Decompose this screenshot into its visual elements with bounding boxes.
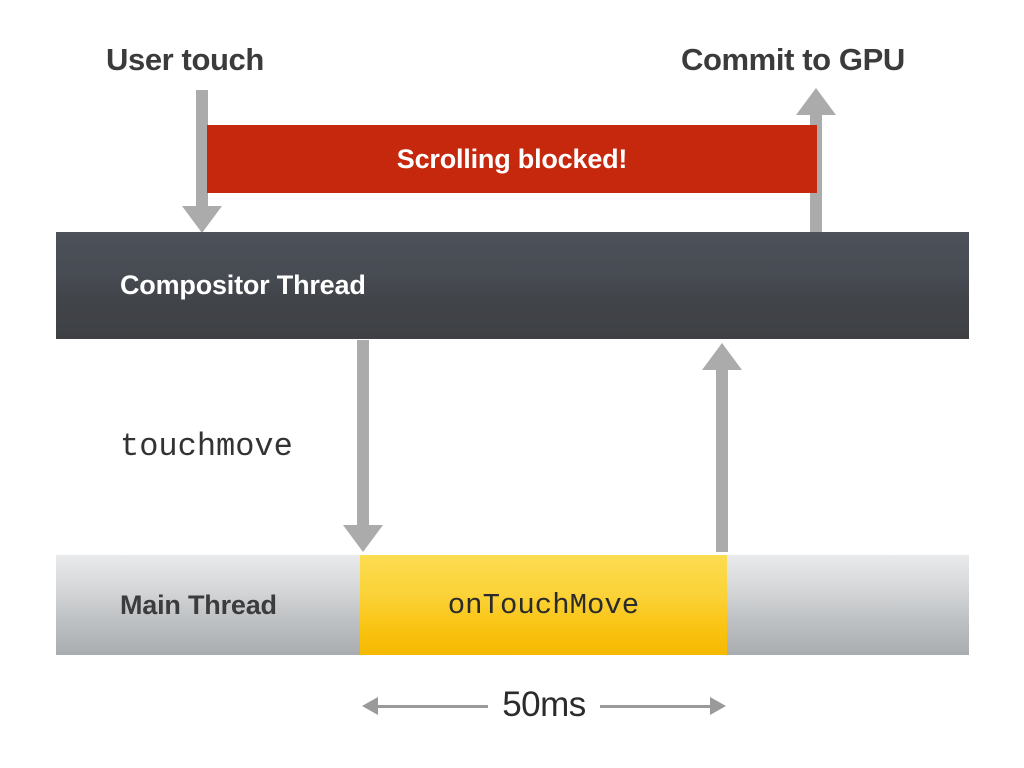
bar-compositor-thread-label: Compositor Thread xyxy=(120,270,366,300)
measure-arrow-right-icon xyxy=(710,697,726,715)
arrow-main-to-compositor-up-icon xyxy=(702,343,742,552)
label-user-touch: User touch xyxy=(106,42,264,77)
bar-main-thread-label: Main Thread xyxy=(120,589,277,620)
arrow-shaft xyxy=(357,340,369,527)
arrow-head xyxy=(182,206,222,233)
bar-scrolling-blocked: Scrolling blocked! xyxy=(207,125,817,193)
bar-compositor-thread: Compositor Thread xyxy=(56,232,969,339)
arrow-head xyxy=(796,88,836,115)
arrow-touchmove-down-icon xyxy=(343,340,383,552)
measure-line-right xyxy=(599,704,710,708)
arrow-head xyxy=(702,343,742,370)
measurement-label: 50ms xyxy=(502,684,586,724)
measurement-50ms: 50ms xyxy=(362,683,726,729)
bar-scrolling-blocked-label: Scrolling blocked! xyxy=(396,143,628,174)
label-commit-to-gpu: Commit to GPU xyxy=(681,42,905,77)
block-on-touch-move: onTouchMove xyxy=(360,555,727,655)
block-on-touch-move-label: onTouchMove xyxy=(447,588,640,622)
arrow-shaft xyxy=(716,368,728,552)
arrow-head xyxy=(343,525,383,552)
label-touchmove-event: touchmove xyxy=(120,428,293,465)
measure-arrow-left-icon xyxy=(362,697,378,715)
measure-line-left xyxy=(378,704,489,708)
